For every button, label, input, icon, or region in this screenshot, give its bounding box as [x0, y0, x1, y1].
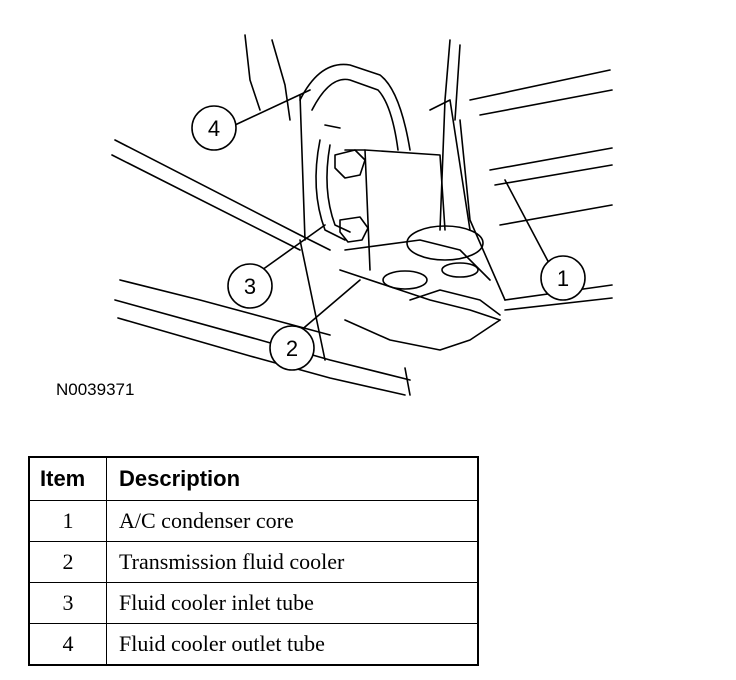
- item-column-header: Item: [28, 456, 107, 501]
- callout-1: 1: [540, 255, 586, 301]
- legend-table: Item Description 1 A/C condenser core 2 …: [28, 456, 479, 666]
- item-number: 2: [28, 541, 107, 583]
- table-row: 2 Transmission fluid cooler: [28, 541, 479, 583]
- item-description: Transmission fluid cooler: [106, 541, 479, 583]
- item-number: 3: [28, 582, 107, 624]
- callout-4-label: 4: [208, 116, 220, 141]
- item-description: Fluid cooler inlet tube: [106, 582, 479, 624]
- table-row: 4 Fluid cooler outlet tube: [28, 623, 479, 666]
- table-row: 3 Fluid cooler inlet tube: [28, 582, 479, 624]
- figure-id: N0039371: [56, 380, 135, 399]
- description-column-header: Description: [106, 456, 479, 501]
- callout-4: 4: [191, 105, 237, 151]
- callout-2: 2: [269, 325, 315, 371]
- item-description: A/C condenser core: [106, 500, 479, 542]
- callout-3-label: 3: [244, 274, 256, 299]
- item-description: Fluid cooler outlet tube: [106, 623, 479, 666]
- table-row: 1 A/C condenser core: [28, 500, 479, 542]
- component-illustration: 4 3 2 1: [111, 34, 613, 396]
- callout-1-label: 1: [557, 266, 569, 291]
- callout-3: 3: [227, 263, 273, 309]
- legend-header-row: Item Description: [28, 456, 479, 501]
- callout-2-label: 2: [286, 336, 298, 361]
- item-number: 1: [28, 500, 107, 542]
- item-number: 4: [28, 623, 107, 666]
